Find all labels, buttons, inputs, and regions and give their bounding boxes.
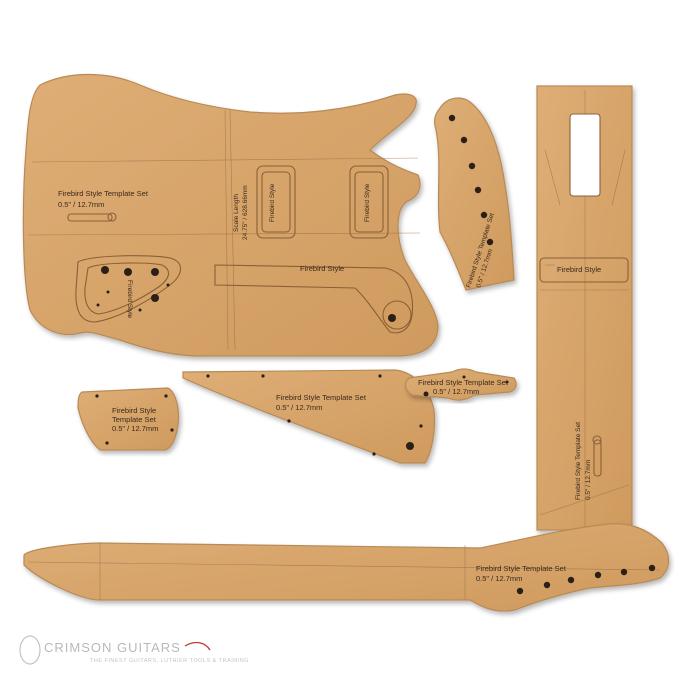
pickguard-label-line1: Firebird Style Template Set: [276, 393, 367, 402]
neck-blank-maker-mark-icon: [592, 435, 602, 477]
neck-blank-details: Firebird Style Firebird Style Template S…: [539, 90, 630, 528]
neck-blank-pickup-route: [539, 257, 629, 283]
maker-mark-icon: [67, 212, 117, 222]
scale-length-label: Scale Length: [233, 194, 240, 232]
scale-length-value: 24.75" / 628.66mm: [242, 185, 249, 240]
neck-pocket-cutout: [569, 113, 601, 197]
small-plate-line2: Template Set: [112, 415, 157, 424]
brand-emblem-icon: [19, 635, 41, 665]
body-label-line2: 0.5" / 12.7mm: [58, 200, 104, 209]
neck-template: [23, 523, 670, 612]
truss-rod-cover-template: [405, 368, 517, 401]
neck-label-line1: Firebird Style Template Set: [476, 564, 567, 573]
small-plate-line3: 0.5" / 12.7mm: [112, 424, 158, 433]
neck-blank-label-line2: 0.5" / 12.7mm: [585, 460, 592, 500]
brand-swoosh-icon: [184, 641, 211, 651]
brand-logo: CRIMSON GUITARS THE FINEST GUITARS, LUTH…: [19, 635, 249, 665]
small-plate-line1: Firebird Style: [112, 406, 156, 415]
body-label-line1: Firebird Style Template Set: [58, 189, 149, 198]
neck-blank-label-line1: Firebird Style Template Set: [575, 422, 582, 500]
pickguard-template: [182, 369, 436, 464]
body-template: [22, 73, 439, 357]
neck-pickup-label: Firebird Style: [269, 183, 276, 222]
truss-cover-label-line1: Firebird Style Template Set: [418, 378, 509, 387]
truss-rod-cover-details: Firebird Style Template Set 0.5" / 12.7m…: [418, 375, 509, 397]
neck-details: Firebird Style Template Set 0.5" / 12.7m…: [27, 543, 661, 600]
wire-route-label: Firebird Style: [300, 264, 344, 273]
neck-pickup-route: [256, 165, 296, 239]
neck-label-line2: 0.5" / 12.7mm: [476, 574, 522, 583]
small-plate-template: [77, 387, 180, 451]
pickguard-details: Firebird Style Template Set 0.5" / 12.7m…: [206, 374, 423, 456]
body-details: Firebird Style Template Set 0.5" / 12.7m…: [27, 109, 421, 351]
bridge-pickup-route: [349, 165, 389, 239]
neck-blank-pickup-label: Firebird Style: [557, 265, 601, 274]
control-cavity-label: Firebird Style: [126, 280, 133, 319]
bridge-pickup-label: Firebird Style: [364, 183, 371, 222]
wire-route: [214, 264, 414, 334]
small-plate-details: Firebird Style Template Set 0.5" / 12.7m…: [95, 394, 174, 445]
brand-tagline: THE FINEST GUITARS, LUTHIER TOOLS & TRAI…: [90, 658, 249, 664]
truss-cover-label-line2: 0.5" / 12.7mm: [433, 387, 479, 396]
headstock-template: [434, 97, 515, 291]
brand-name: CRIMSON GUITARS: [44, 640, 181, 655]
pickguard-label-line2: 0.5" / 12.7mm: [276, 403, 322, 412]
control-cavity: [75, 255, 182, 323]
